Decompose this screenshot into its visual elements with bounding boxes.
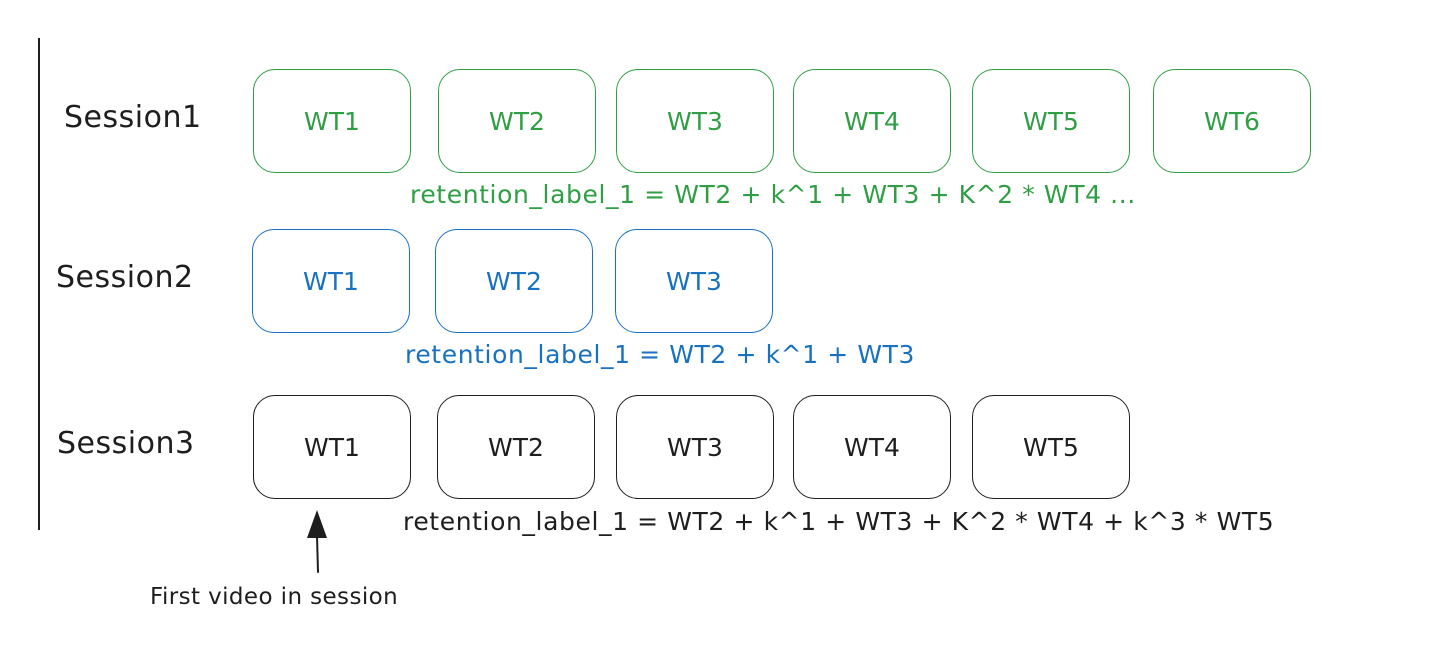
- watch-time-box: WT1: [252, 229, 410, 333]
- watch-time-box: WT4: [793, 69, 951, 173]
- up-arrow-icon: [307, 510, 327, 573]
- vertical-axis-line: [38, 38, 40, 530]
- retention-formula: retention_label_1 = WT2 + k^1 + WT3 + K^…: [403, 507, 1275, 536]
- watch-time-box: WT2: [437, 395, 595, 499]
- watch-time-box: WT2: [438, 69, 596, 173]
- retention-formula: retention_label_1 = WT2 + k^1 + WT3 + K^…: [410, 180, 1136, 209]
- watch-time-box: WT5: [972, 69, 1130, 173]
- watch-time-box: WT4: [793, 395, 951, 499]
- watch-time-box: WT6: [1153, 69, 1311, 173]
- session-label: Session2: [56, 260, 194, 295]
- watch-time-box: WT2: [435, 229, 593, 333]
- watch-time-box: WT1: [253, 395, 411, 499]
- watch-time-box: WT3: [615, 229, 773, 333]
- session-label: Session3: [57, 426, 195, 461]
- watch-time-box: WT5: [972, 395, 1130, 499]
- watch-time-box: WT3: [616, 69, 774, 173]
- watch-time-box: WT1: [253, 69, 411, 173]
- retention-formula: retention_label_1 = WT2 + k^1 + WT3: [405, 340, 916, 369]
- first-video-annotation: First video in session: [150, 584, 399, 610]
- session-label: Session1: [64, 100, 202, 135]
- watch-time-box: WT3: [616, 395, 774, 499]
